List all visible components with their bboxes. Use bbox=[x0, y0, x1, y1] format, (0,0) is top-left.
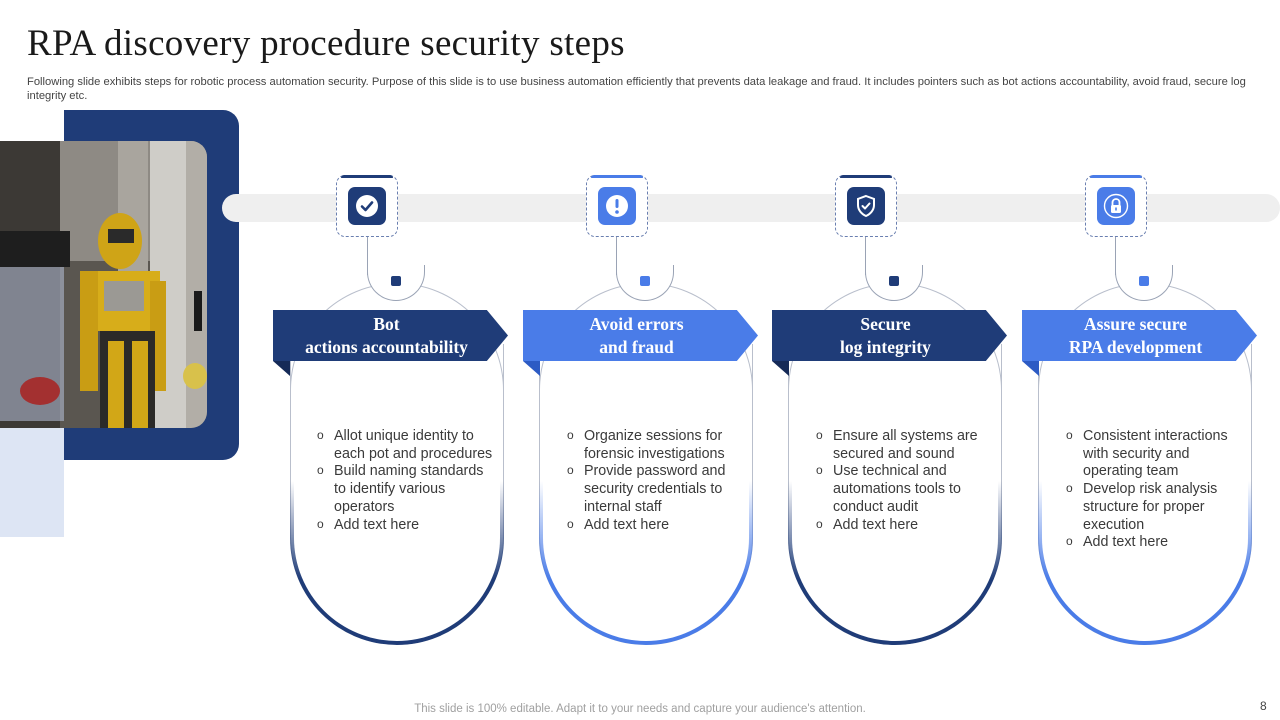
step-title-line2: log integrity bbox=[840, 336, 931, 357]
connector-line bbox=[865, 237, 866, 275]
list-item: Build naming standards to identify vario… bbox=[313, 462, 493, 516]
step-bullet-list: Ensure all systems are secured and sound… bbox=[812, 427, 992, 535]
step-title-line2: and fraud bbox=[599, 336, 674, 357]
list-item: Use technical and automations tools to c… bbox=[812, 462, 992, 516]
list-item: Allot unique identity to each pot and pr… bbox=[313, 427, 493, 463]
step-icon-frame bbox=[336, 175, 398, 237]
banner-fold bbox=[523, 361, 540, 376]
list-item: Provide password and security credential… bbox=[563, 462, 743, 516]
robot-photo bbox=[0, 141, 207, 428]
connector-dot bbox=[889, 276, 899, 286]
connector-line bbox=[616, 237, 617, 275]
connector-line bbox=[367, 237, 368, 275]
step-title-line1: Avoid errors bbox=[589, 313, 684, 334]
connector-dot bbox=[640, 276, 650, 286]
step-title-line1: Secure bbox=[860, 313, 911, 334]
banner-fold bbox=[273, 361, 290, 376]
lock-icon bbox=[1097, 187, 1135, 225]
connector-dot bbox=[1139, 276, 1149, 286]
step-title-line1: Assure secure bbox=[1084, 313, 1187, 334]
page-number: 8 bbox=[1260, 699, 1267, 713]
list-item: Ensure all systems are secured and sound bbox=[812, 427, 992, 463]
shield-check-icon bbox=[847, 187, 885, 225]
list-item: Consistent interactions with security an… bbox=[1062, 427, 1242, 481]
step-title-line1: Bot bbox=[373, 313, 400, 334]
slide-subtitle: Following slide exhibits steps for robot… bbox=[27, 76, 1246, 102]
list-item: Develop risk analysis structure for prop… bbox=[1062, 480, 1242, 534]
list-item: Add text here bbox=[313, 516, 493, 535]
list-item: Add text here bbox=[812, 516, 992, 535]
step-bullet-list: Consistent interactions with security an… bbox=[1062, 427, 1242, 552]
connector-line bbox=[1115, 237, 1116, 275]
step-icon-frame bbox=[835, 175, 897, 237]
banner-fold bbox=[1022, 361, 1039, 376]
step-title-line2: actions accountability bbox=[305, 336, 468, 357]
slide-footer: This slide is 100% editable. Adapt it to… bbox=[414, 703, 866, 715]
check-shield-icon bbox=[348, 187, 386, 225]
list-item: Organize sessions for forensic investiga… bbox=[563, 427, 743, 463]
alert-icon bbox=[598, 187, 636, 225]
connector-dot bbox=[391, 276, 401, 286]
step-icon-frame bbox=[586, 175, 648, 237]
step-title-line2: RPA development bbox=[1068, 336, 1203, 357]
list-item: Add text here bbox=[1062, 533, 1242, 552]
step-bullet-list: Allot unique identity to each pot and pr… bbox=[313, 427, 493, 535]
step-bullet-list: Organize sessions for forensic investiga… bbox=[563, 427, 743, 535]
step-icon-frame bbox=[1085, 175, 1147, 237]
list-item: Add text here bbox=[563, 516, 743, 535]
slide-title: RPA discovery procedure security steps bbox=[27, 23, 625, 64]
banner-fold bbox=[772, 361, 789, 376]
